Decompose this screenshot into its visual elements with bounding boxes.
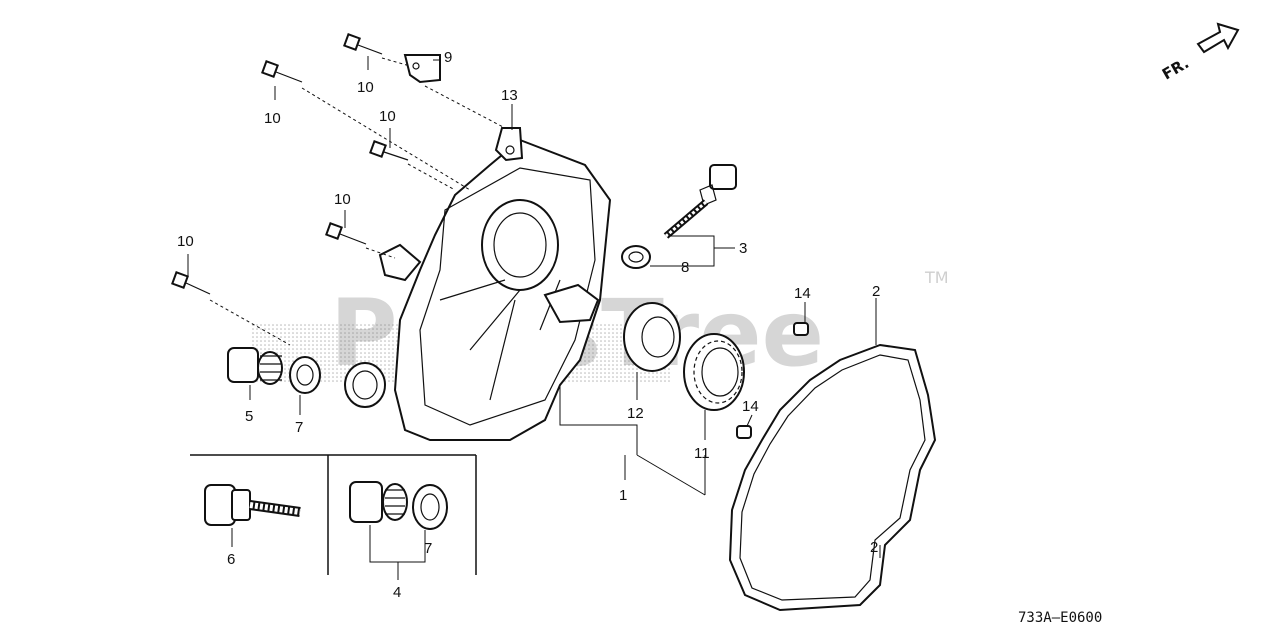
case-cover-gasket-part[interactable] [728, 343, 937, 612]
dowel-pin-part[interactable] [793, 322, 809, 336]
callout-7-alt: 7 [424, 540, 432, 557]
callout-4: 4 [393, 584, 401, 601]
alternate-parts-frame [190, 454, 477, 575]
callout-10: 10 [334, 191, 351, 208]
callout-10: 10 [357, 79, 374, 96]
callout-9: 9 [444, 49, 452, 66]
washer-part[interactable] [289, 356, 321, 394]
callout-14: 14 [794, 285, 811, 302]
bolt-part[interactable] [171, 271, 211, 295]
watermark-trademark: TM [924, 268, 949, 287]
callout-10: 10 [379, 108, 396, 125]
callout-10: 10 [177, 233, 194, 250]
callout-3: 3 [739, 240, 747, 257]
callout-2: 2 [872, 283, 880, 300]
oil-seal-part[interactable] [623, 302, 681, 372]
bolt-part[interactable] [343, 33, 383, 55]
callout-5: 5 [245, 408, 253, 425]
oil-level-gauge-part[interactable] [663, 164, 737, 239]
leader-lines [187, 56, 881, 580]
ball-bearing-part[interactable] [683, 333, 745, 411]
bolt-part[interactable] [325, 222, 367, 245]
front-direction-arrow-icon: FR. [1159, 22, 1240, 83]
breather-tube-part[interactable] [344, 362, 386, 408]
callout-2-lower: 2 [870, 539, 878, 556]
callout-7: 7 [295, 419, 303, 436]
drain-plug-part[interactable] [227, 347, 283, 385]
case-cover-part[interactable] [378, 138, 612, 441]
callouts: 1 2 2 3 4 5 6 7 7 8 9 10 10 10 10 10 11 … [177, 49, 880, 601]
callout-10: 10 [264, 110, 281, 127]
callout-14: 14 [742, 398, 759, 415]
callout-12: 12 [627, 405, 644, 422]
bolt-part[interactable] [261, 60, 303, 83]
alignment-lines [209, 57, 506, 346]
drain-plug-part[interactable] [349, 481, 408, 523]
front-direction-label: FR. [1159, 54, 1192, 83]
oil-filler-cap-part[interactable] [204, 484, 301, 526]
flange-bolts[interactable] [171, 33, 409, 295]
o-ring-part[interactable] [621, 245, 651, 269]
callout-13: 13 [501, 87, 518, 104]
dowel-pin-part[interactable] [736, 425, 752, 439]
clip-part[interactable] [403, 54, 441, 84]
callout-11: 11 [694, 445, 710, 462]
callout-1: 1 [619, 487, 627, 504]
callout-8: 8 [681, 259, 689, 276]
callout-6: 6 [227, 551, 235, 568]
diagram-code: 733A–E0600 [1018, 610, 1102, 626]
washer-part[interactable] [412, 484, 448, 530]
bolt-part[interactable] [369, 140, 409, 161]
bracket-part[interactable] [494, 127, 524, 162]
